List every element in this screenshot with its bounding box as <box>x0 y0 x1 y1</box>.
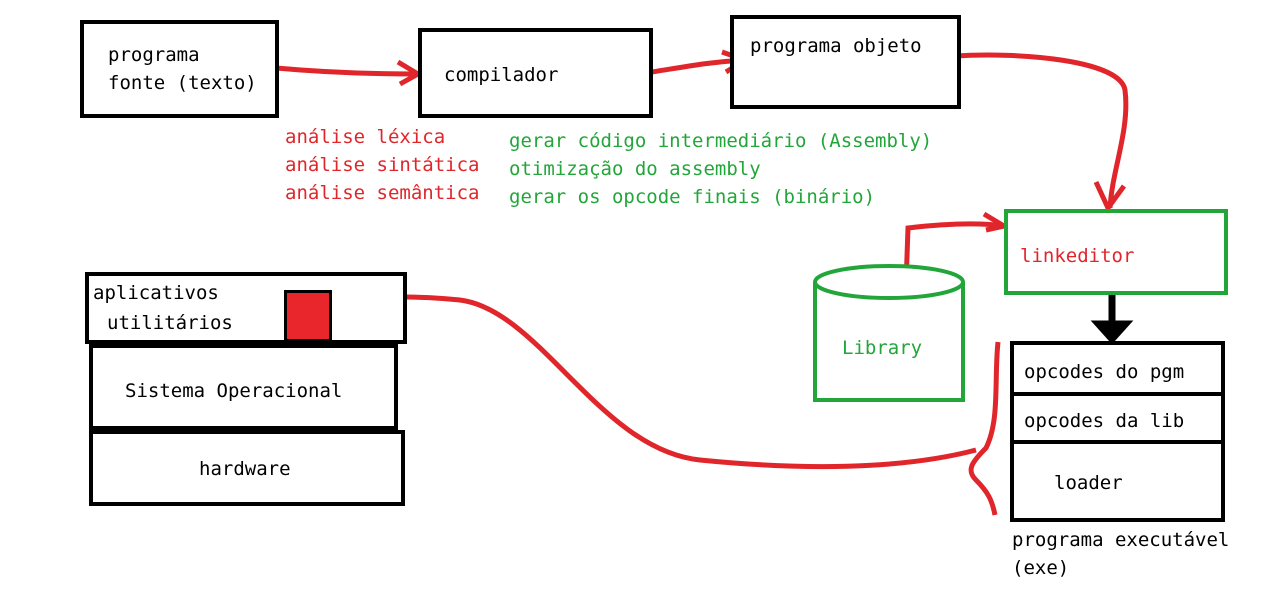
object-program-label: programa objeto <box>750 35 922 57</box>
source-program-line1: programa <box>108 44 200 66</box>
phase-assembly-optimization: otimização do assembly <box>509 158 761 180</box>
exe-loader-box: loader <box>1010 440 1225 522</box>
arrowhead-object-to-linkeditor <box>1093 180 1127 213</box>
phase-final-opcodes: gerar os opcode finais (binário) <box>509 186 876 208</box>
arrow-source-to-compiler <box>275 65 419 77</box>
exe-pgm-opcodes-box: opcodes do pgm <box>1010 341 1225 396</box>
exe-loader-label: loader <box>1054 472 1123 494</box>
apps-line1: aplicativos <box>93 282 219 304</box>
compiler-box: compilador <box>418 28 653 118</box>
phase-syntactic: análise sintática <box>285 154 480 176</box>
apps-box: aplicativos utilitários <box>85 272 407 344</box>
library-cylinder <box>813 264 965 402</box>
os-box: Sistema Operacional <box>89 344 398 430</box>
phase-intermediate-code: gerar código intermediário (Assembly) <box>509 130 933 152</box>
brace-executable <box>968 341 1001 516</box>
object-program-box: programa objeto <box>730 15 961 109</box>
arrow-library-to-linkeditor <box>903 221 1005 286</box>
arrowhead-source-to-compiler <box>396 59 423 87</box>
exe-caption-line1: programa executável <box>1012 529 1230 551</box>
phase-lexical: análise léxica <box>285 126 446 148</box>
source-program-box: programa fonte (texto) <box>80 20 279 118</box>
arrowhead-library-to-linkeditor <box>982 211 1011 233</box>
compiler-label: compilador <box>444 64 559 86</box>
exe-lib-opcodes-label: opcodes da lib <box>1024 410 1185 432</box>
hardware-box: hardware <box>89 430 405 506</box>
arrowhead-linkeditor-to-executable <box>1090 320 1134 345</box>
hardware-label: hardware <box>199 458 291 480</box>
exe-caption-line2: (exe) <box>1012 557 1070 579</box>
source-program-line2: fonte (texto) <box>108 72 257 94</box>
apps-line2: utilitários <box>107 312 233 334</box>
arrow-object-to-linkeditor <box>954 52 1129 209</box>
linkeditor-box: linkeditor <box>1004 209 1228 295</box>
loaded-program-block <box>284 290 332 342</box>
exe-lib-opcodes-box: opcodes da lib <box>1010 392 1225 444</box>
exe-pgm-opcodes-label: opcodes do pgm <box>1024 361 1185 383</box>
library-label: Library <box>842 337 923 359</box>
os-label: Sistema Operacional <box>125 380 343 402</box>
linkeditor-label: linkeditor <box>1020 245 1135 267</box>
phase-semantic: análise semântica <box>285 182 480 204</box>
arrow-executable-to-applications <box>331 294 977 470</box>
